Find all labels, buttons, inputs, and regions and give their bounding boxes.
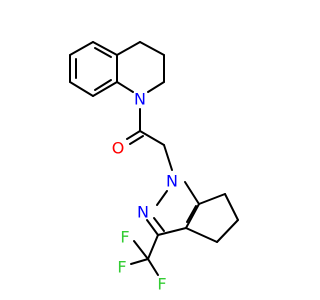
bond xyxy=(147,81,165,93)
bond xyxy=(185,227,218,243)
bond xyxy=(133,240,149,260)
atom-f-2: F xyxy=(117,258,126,277)
bonds xyxy=(69,41,239,276)
bond xyxy=(69,41,94,56)
atom-f-1: F xyxy=(120,228,129,247)
bond xyxy=(157,227,187,236)
bond xyxy=(147,234,159,260)
background xyxy=(0,0,300,300)
bond xyxy=(146,219,159,236)
bond xyxy=(184,181,200,205)
bond xyxy=(147,258,159,276)
atom-f-3: F xyxy=(157,275,166,294)
bond xyxy=(116,81,134,93)
bond xyxy=(116,41,141,56)
bond xyxy=(92,81,118,97)
bond xyxy=(139,41,165,56)
bond xyxy=(156,190,168,206)
bond xyxy=(139,130,165,146)
atom-n-quinoline: N xyxy=(134,90,146,109)
bond xyxy=(130,258,149,265)
bond xyxy=(224,193,239,221)
bond xyxy=(94,47,112,58)
bond xyxy=(92,41,118,56)
bond xyxy=(163,144,173,171)
bond xyxy=(185,203,200,229)
bond xyxy=(186,205,197,223)
atom-o-carbonyl: O xyxy=(112,139,125,158)
bond xyxy=(69,81,94,97)
bond xyxy=(153,217,165,232)
bond xyxy=(126,130,141,140)
atom-n-pyrazole-2: N xyxy=(137,203,149,222)
bond xyxy=(129,135,144,145)
molecule-structure: N O N N F F F xyxy=(0,0,300,300)
bond xyxy=(94,79,112,91)
atom-n-pyrazole-1: N xyxy=(166,172,178,191)
atom-labels: N O N N F F F xyxy=(112,90,178,294)
bond xyxy=(198,193,226,205)
bond xyxy=(216,219,239,243)
